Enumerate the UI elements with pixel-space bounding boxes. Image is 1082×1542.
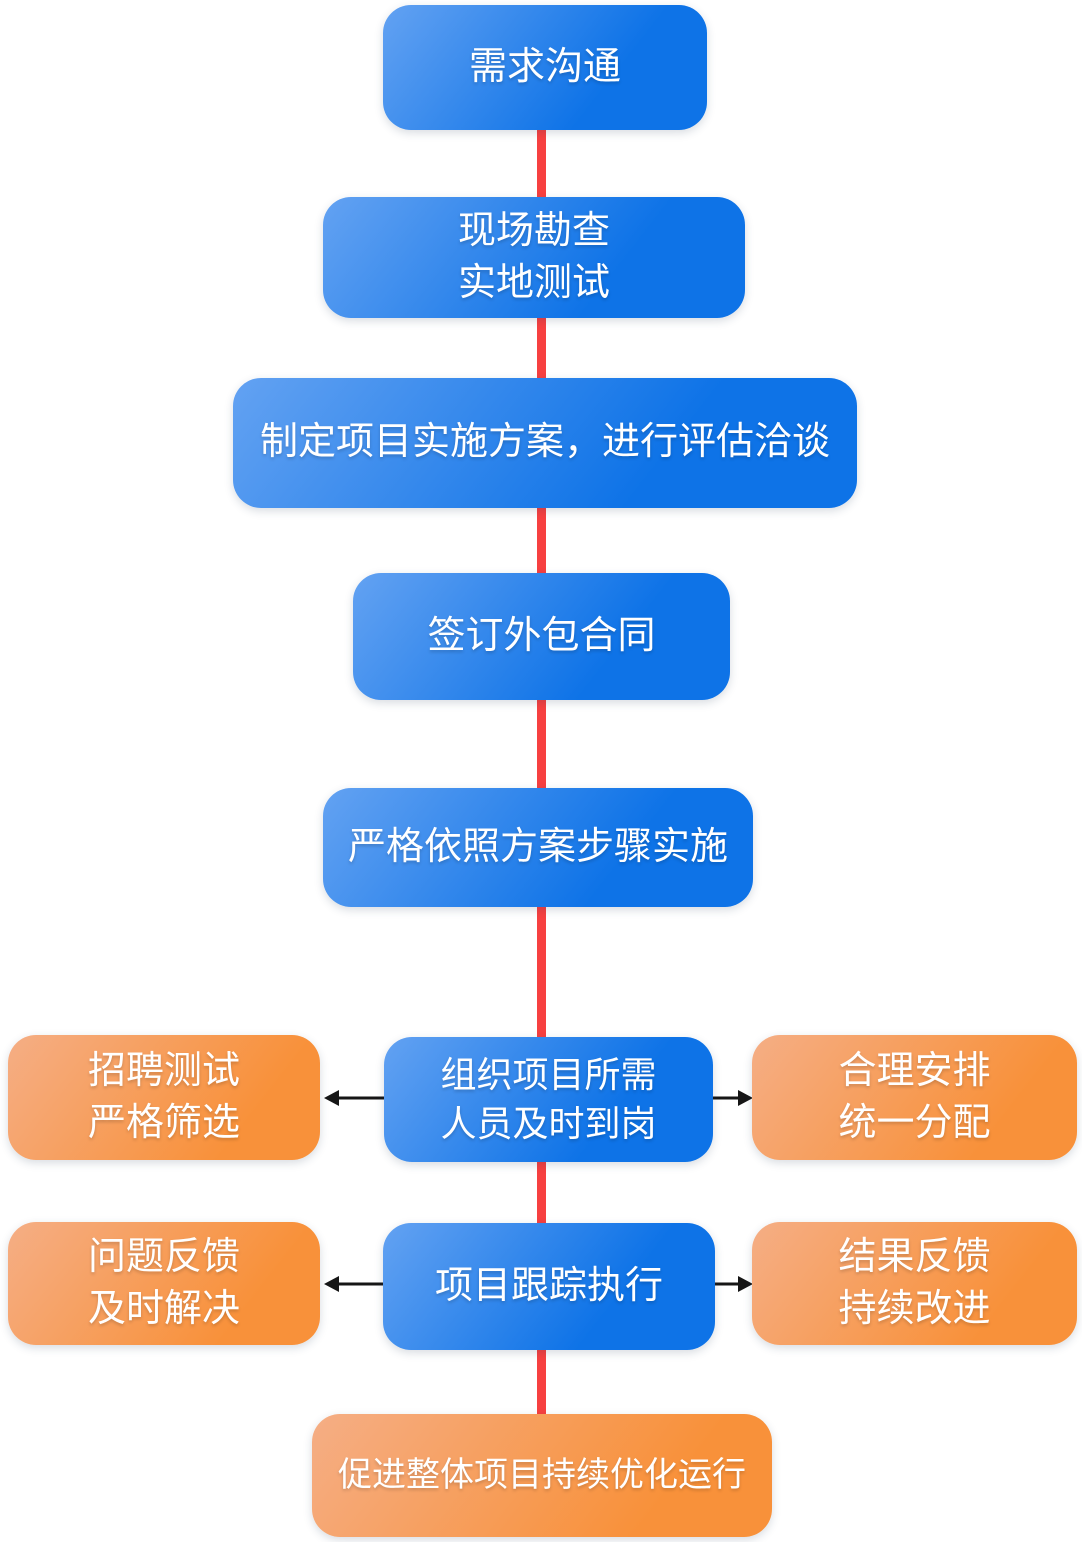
arrow-shaft bbox=[336, 1096, 384, 1100]
node-requirement-communication: 需求沟通 bbox=[383, 5, 707, 130]
node-site-survey: 现场勘查 实地测试 bbox=[323, 197, 745, 318]
node-recruit-screening: 招聘测试 严格筛选 bbox=[8, 1035, 320, 1160]
arrow-shaft bbox=[712, 1282, 741, 1286]
arrowhead-left-icon bbox=[324, 1276, 339, 1292]
node-strict-implementation: 严格依照方案步骤实施 bbox=[323, 788, 753, 907]
arrow-shaft bbox=[336, 1282, 384, 1286]
node-label: 组织项目所需 人员及时到岗 bbox=[440, 1053, 657, 1144]
arrowhead-right-icon bbox=[738, 1276, 753, 1292]
node-label: 招聘测试 严格筛选 bbox=[87, 1050, 240, 1144]
arrowhead-right-icon bbox=[738, 1090, 753, 1106]
node-continuous-optimization: 促进整体项目持续优化运行 bbox=[312, 1414, 772, 1537]
main-flow-line bbox=[537, 60, 546, 1478]
node-label: 促进整体项目持续优化运行 bbox=[338, 1455, 746, 1494]
node-label: 签订外包合同 bbox=[427, 614, 656, 657]
node-label: 现场勘查 实地测试 bbox=[457, 210, 610, 304]
node-sign-outsourcing-contract: 签订外包合同 bbox=[353, 573, 730, 700]
arrowhead-left-icon bbox=[324, 1090, 339, 1106]
node-label: 需求沟通 bbox=[468, 45, 621, 88]
node-label: 项目跟踪执行 bbox=[434, 1264, 663, 1307]
node-result-feedback: 结果反馈 持续改进 bbox=[752, 1222, 1077, 1345]
node-label: 合理安排 统一分配 bbox=[838, 1050, 991, 1144]
node-implementation-plan: 制定项目实施方案，进行评估洽谈 bbox=[233, 378, 857, 508]
arrow-step7-to-right bbox=[712, 1276, 753, 1292]
arrow-shaft bbox=[712, 1096, 741, 1100]
node-label: 严格依照方案步骤实施 bbox=[347, 825, 728, 868]
node-label: 问题反馈 及时解决 bbox=[87, 1236, 240, 1330]
node-label: 结果反馈 持续改进 bbox=[838, 1236, 991, 1330]
arrow-step6-to-right bbox=[712, 1090, 753, 1106]
node-issue-feedback: 问题反馈 及时解决 bbox=[8, 1222, 320, 1345]
node-label: 制定项目实施方案，进行评估洽谈 bbox=[259, 421, 830, 464]
node-project-tracking: 项目跟踪执行 bbox=[383, 1223, 715, 1350]
arrow-step7-to-left bbox=[324, 1276, 384, 1292]
node-organize-staff: 组织项目所需 人员及时到岗 bbox=[384, 1037, 713, 1162]
arrow-step6-to-left bbox=[324, 1090, 384, 1106]
node-arrange-allocate: 合理安排 统一分配 bbox=[752, 1035, 1077, 1160]
